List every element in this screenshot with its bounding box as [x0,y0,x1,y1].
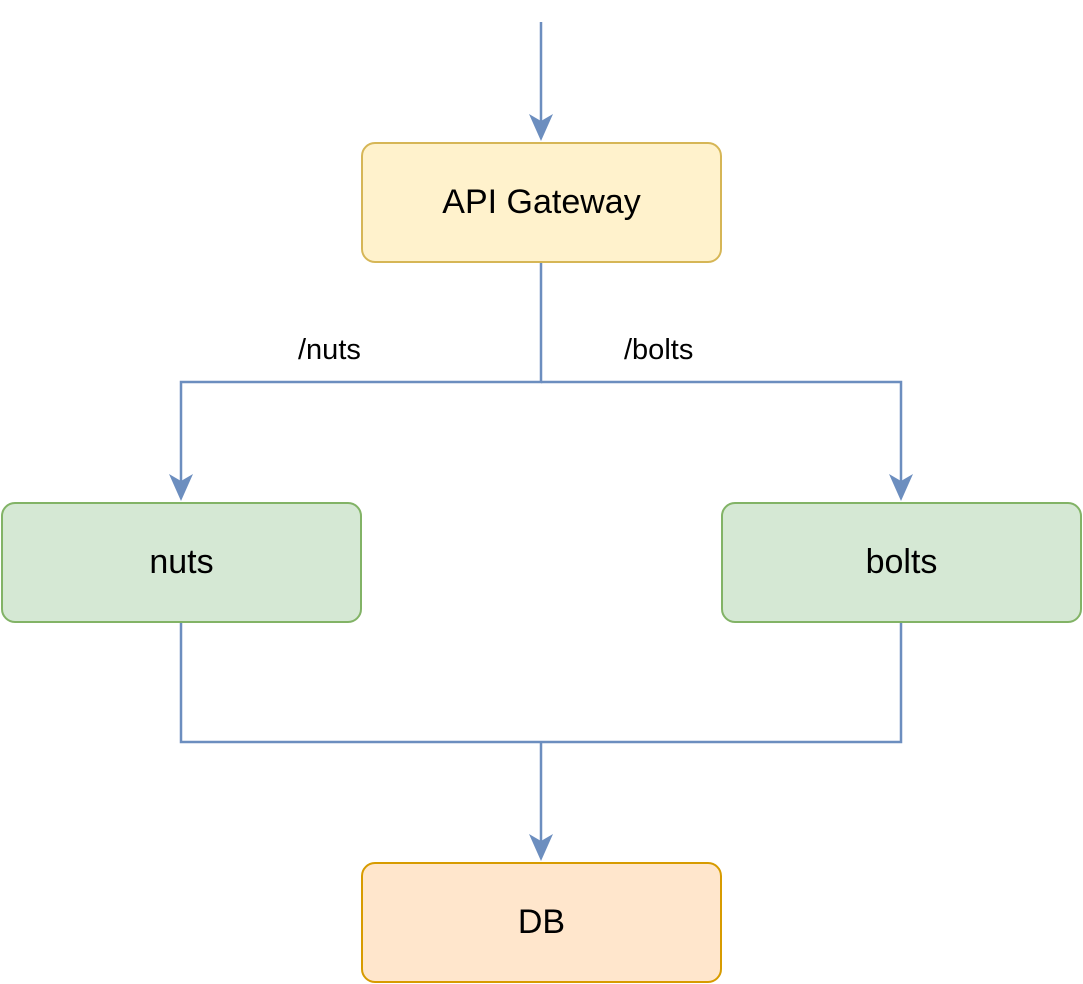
services-to-db-edge [179,623,903,848]
api-gateway-node: API Gateway [361,142,722,263]
gateway-to-nuts-edge [179,263,543,488]
nuts-service-node: nuts [1,502,362,623]
bolts-service-node: bolts [721,502,1082,623]
nuts-service-label: nuts [149,543,214,581]
bolts-service-label: bolts [865,543,938,581]
database-node: DB [361,862,722,983]
database-label: DB [517,903,566,941]
bolts-arrowhead [889,474,913,501]
bolts-route-label: /bolts [624,334,694,366]
nuts-route-label: /nuts [298,334,361,366]
incoming-arrowhead [529,114,553,141]
db-arrowhead [529,834,553,861]
nuts-arrowhead [169,474,193,501]
api-gateway-label: API Gateway [442,183,641,221]
gateway-to-bolts-edge [541,380,903,488]
